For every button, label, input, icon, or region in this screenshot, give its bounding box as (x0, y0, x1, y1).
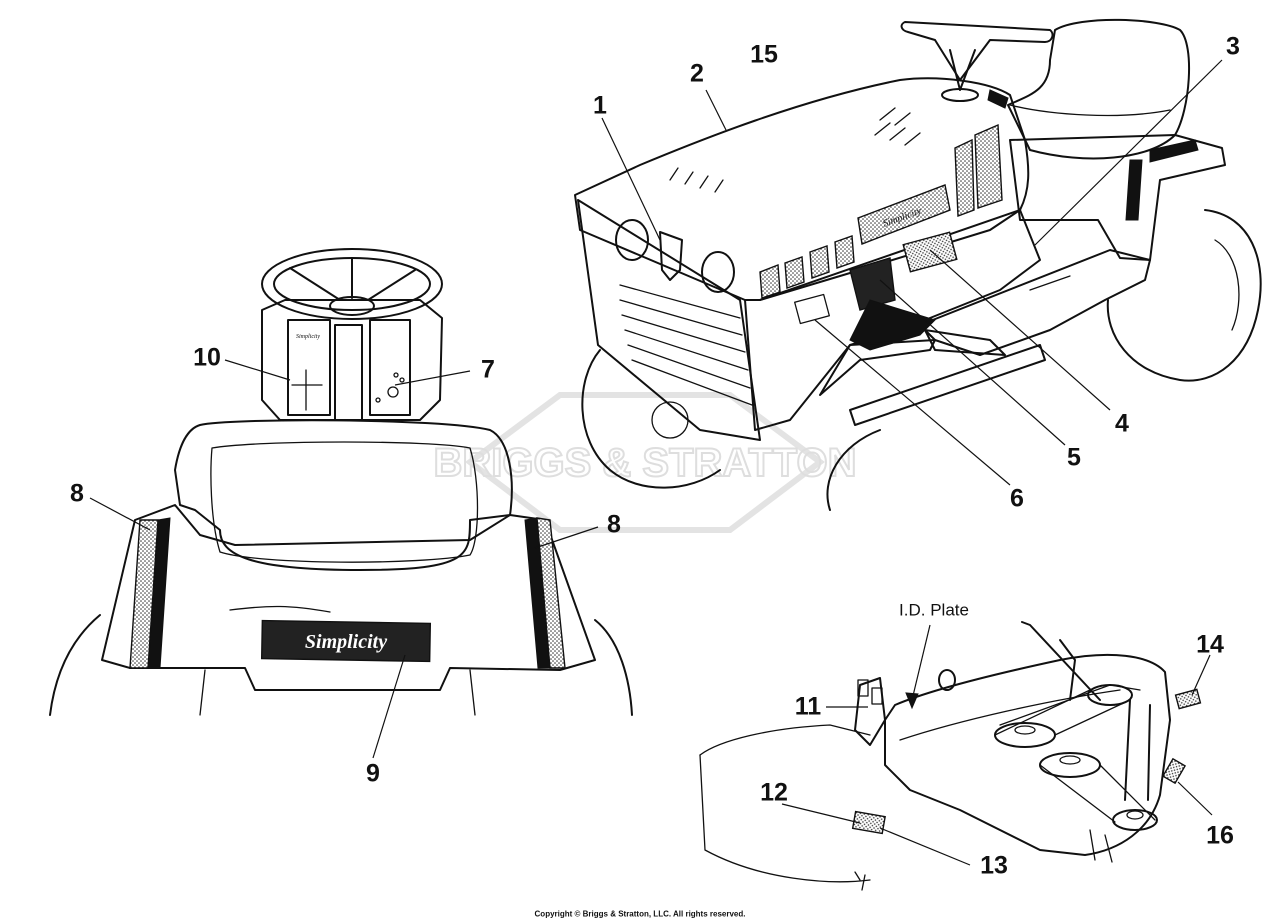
tractor-drawing: Simplicity (574, 18, 1262, 511)
callout-4: 4 (1115, 409, 1129, 438)
watermark-text: BRIGGS & STRATTON (434, 441, 857, 485)
callout-id-plate: I.D. Plate (899, 600, 969, 620)
callout-15: 15 (750, 40, 778, 69)
watermark-logo: BRIGGS & STRATTON (433, 392, 857, 533)
callout-11: 11 (794, 692, 822, 721)
callout-10: 10 (193, 343, 221, 372)
svg-text:Simplicity: Simplicity (305, 631, 387, 653)
mower-deck-drawing (699, 621, 1202, 891)
rear-view-drawing: Simplicity Simplicity (49, 248, 633, 716)
callout-2: 2 (690, 59, 704, 88)
callout-7: 7 (481, 355, 495, 384)
callout-13: 13 (980, 851, 1008, 880)
callout-14: 14 (1196, 630, 1224, 659)
callout-9: 9 (366, 759, 380, 788)
copyright-notice: Copyright © Briggs & Stratton, LLC. All … (534, 909, 746, 919)
leader-lines (89, 59, 1223, 866)
callout-6: 6 (1010, 484, 1024, 513)
callout-1: 1 (593, 91, 607, 120)
callout-12: 12 (760, 778, 788, 807)
callout-5: 5 (1067, 443, 1081, 472)
callout-16: 16 (1206, 821, 1234, 850)
callout-8-right: 8 (607, 510, 621, 539)
svg-text:Simplicity: Simplicity (296, 334, 320, 340)
callout-3: 3 (1226, 32, 1240, 61)
callout-8-left: 8 (70, 479, 84, 508)
